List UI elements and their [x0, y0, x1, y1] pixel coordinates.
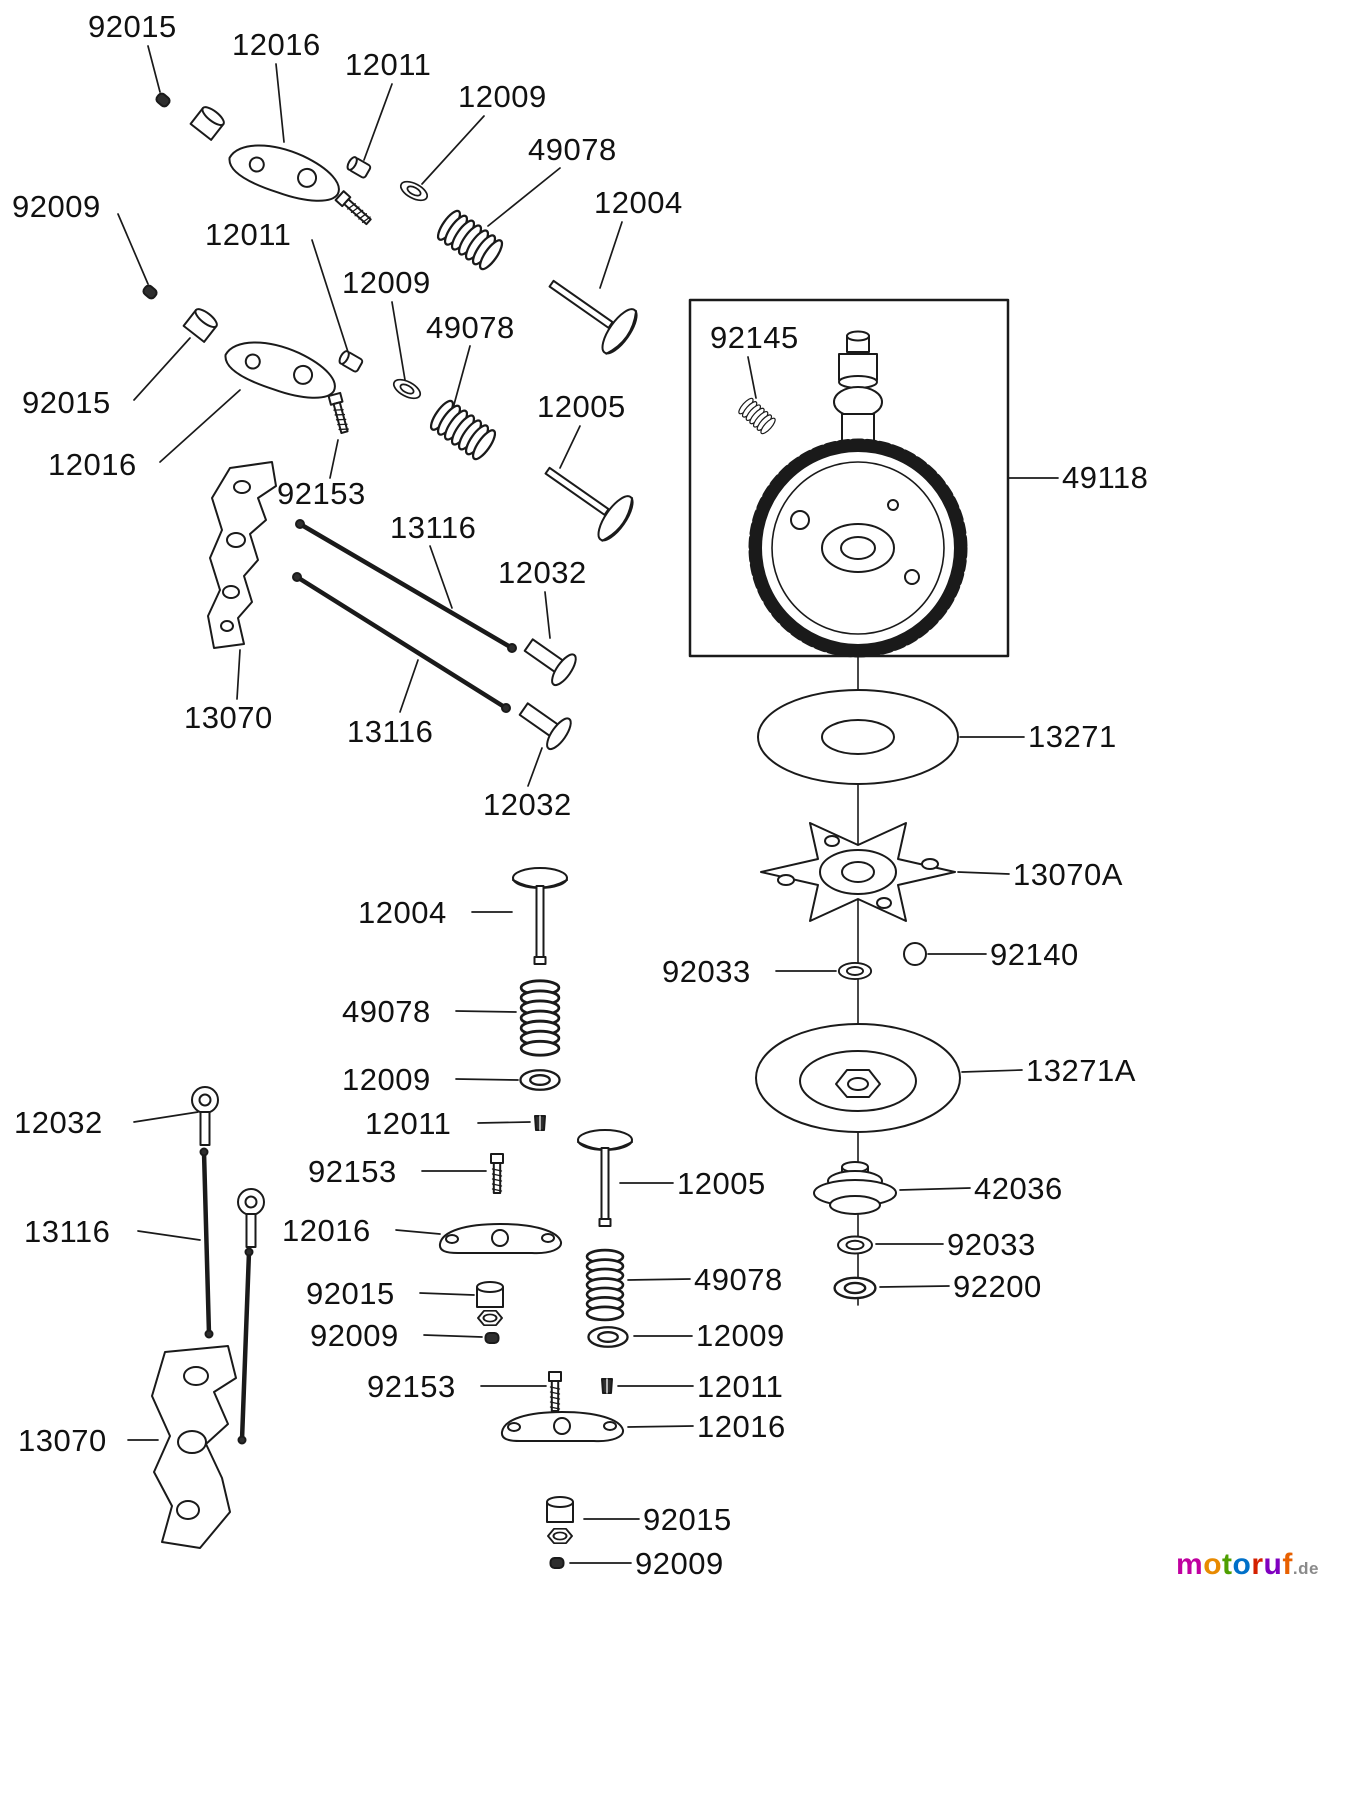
part-label-92015-2: 92015 [22, 385, 111, 420]
part-label-49078-1: 49078 [528, 132, 617, 167]
watermark-letter-5: u [1263, 1548, 1283, 1581]
part-label-49078-4: 49078 [694, 1262, 783, 1297]
part-label-12009-4: 12009 [696, 1318, 785, 1353]
part-label-92009-1: 92009 [12, 189, 101, 224]
part-label-12009-3: 12009 [342, 1062, 431, 1097]
part-label-92153-2: 92153 [308, 1154, 397, 1189]
part-label-12011-3: 12011 [365, 1106, 452, 1141]
part-label-92009-3: 92009 [635, 1546, 724, 1581]
bracket-13070-bottom [151, 1345, 237, 1549]
leader-lines [117, 45, 1059, 1564]
washer-13271 [757, 689, 959, 785]
part-label-12009-2: 12009 [342, 265, 431, 300]
collet-12011-right [601, 1378, 613, 1394]
part-label-12011-2: 12011 [205, 217, 292, 252]
watermark-suffix: .de [1292, 1559, 1319, 1578]
part-label-13070-1: 13070 [184, 700, 273, 735]
part-label-12032-3: 12032 [14, 1105, 103, 1140]
part-label-13116-3: 13116 [24, 1214, 111, 1249]
watermark-motoruf: motoruf.de [1176, 1548, 1319, 1582]
washer-92200 [833, 1276, 877, 1300]
spring-49078-right [585, 1248, 625, 1322]
retainer-12009-mid [519, 1069, 561, 1091]
spring-92145 [736, 395, 778, 437]
part-label-13271: 13271 [1028, 719, 1117, 754]
cap-92015-mid [476, 1281, 504, 1327]
ball-92140 [903, 942, 927, 966]
watermark-letter-0: m [1176, 1548, 1204, 1581]
retainer-12009-right [587, 1326, 629, 1348]
part-label-13116-1: 13116 [390, 510, 477, 545]
stud-92153-mid [490, 1153, 504, 1194]
part-label-49078-3: 49078 [342, 994, 431, 1029]
watermark-letter-2: t [1222, 1548, 1233, 1581]
part-label-92033-1: 92033 [662, 954, 751, 989]
part-label-12016-1: 12016 [232, 27, 321, 62]
part-label-12009-1: 12009 [458, 79, 547, 114]
part-label-92015-4: 92015 [643, 1502, 732, 1537]
part-label-92153-1: 92153 [277, 476, 366, 511]
watermark-letter-1: o [1203, 1548, 1223, 1581]
part-label-12005-2: 12005 [677, 1166, 766, 1201]
part-label-92015-1: 92015 [88, 9, 177, 44]
part-label-12032-1: 12032 [498, 555, 587, 590]
part-label-92145: 92145 [710, 320, 799, 355]
star-plate-13070A [760, 822, 956, 922]
rocker-12016-mid [438, 1223, 563, 1255]
nut-92009-bottom [549, 1557, 565, 1569]
part-label-12005-1: 12005 [537, 389, 626, 424]
nut-92009-mid [484, 1332, 500, 1344]
push-rods-13116-top [292, 519, 517, 713]
rocker-12016-bottom [500, 1411, 625, 1443]
valve-12005-mid [577, 1129, 633, 1227]
part-label-12004-1: 12004 [594, 185, 683, 220]
lifters-12032-top [512, 629, 581, 754]
part-label-12011-4: 12011 [697, 1369, 784, 1404]
part-label-49078-2: 49078 [426, 310, 515, 345]
part-label-49118: 49118 [1062, 460, 1149, 495]
washer-92033-2 [837, 1235, 873, 1255]
part-label-13070A: 13070A [1013, 857, 1123, 892]
part-label-13070-2: 13070 [18, 1423, 107, 1458]
part-label-12004-2: 12004 [358, 895, 447, 930]
part-label-12032-2: 12032 [483, 787, 572, 822]
part-label-12011-1: 12011 [345, 47, 432, 82]
watermark-letter-3: o [1232, 1548, 1252, 1581]
bracket-13070-top [207, 461, 277, 649]
part-label-13116-2: 13116 [347, 714, 434, 749]
part-label-92033-2: 92033 [947, 1227, 1036, 1262]
part-label-92153-3: 92153 [367, 1369, 456, 1404]
cup-42036 [813, 1161, 897, 1215]
stud-92153-bottom [548, 1371, 562, 1412]
part-label-92140: 92140 [990, 937, 1079, 972]
valve-12004-mid [512, 867, 568, 965]
part-label-13271A: 13271A [1026, 1053, 1136, 1088]
collet-12011-mid [534, 1115, 546, 1131]
part-label-12016-4: 12016 [697, 1409, 786, 1444]
cap-92015-bottom [546, 1496, 574, 1545]
part-label-42036: 42036 [974, 1171, 1063, 1206]
part-label-92009-2: 92009 [310, 1318, 399, 1353]
watermark-letter-4: r [1251, 1548, 1264, 1581]
spring-49078-mid [519, 979, 561, 1057]
part-label-12016-2: 12016 [48, 447, 137, 482]
part-label-92200: 92200 [953, 1269, 1042, 1304]
disc-13271A [755, 1023, 961, 1133]
rods-13116-left [199, 1147, 254, 1445]
part-label-12016-3: 12016 [282, 1213, 371, 1248]
washer-92033-1 [837, 961, 873, 981]
camshaft-49118 [748, 330, 968, 658]
watermark-letter-6: f [1282, 1548, 1293, 1581]
part-label-92015-3: 92015 [306, 1276, 395, 1311]
